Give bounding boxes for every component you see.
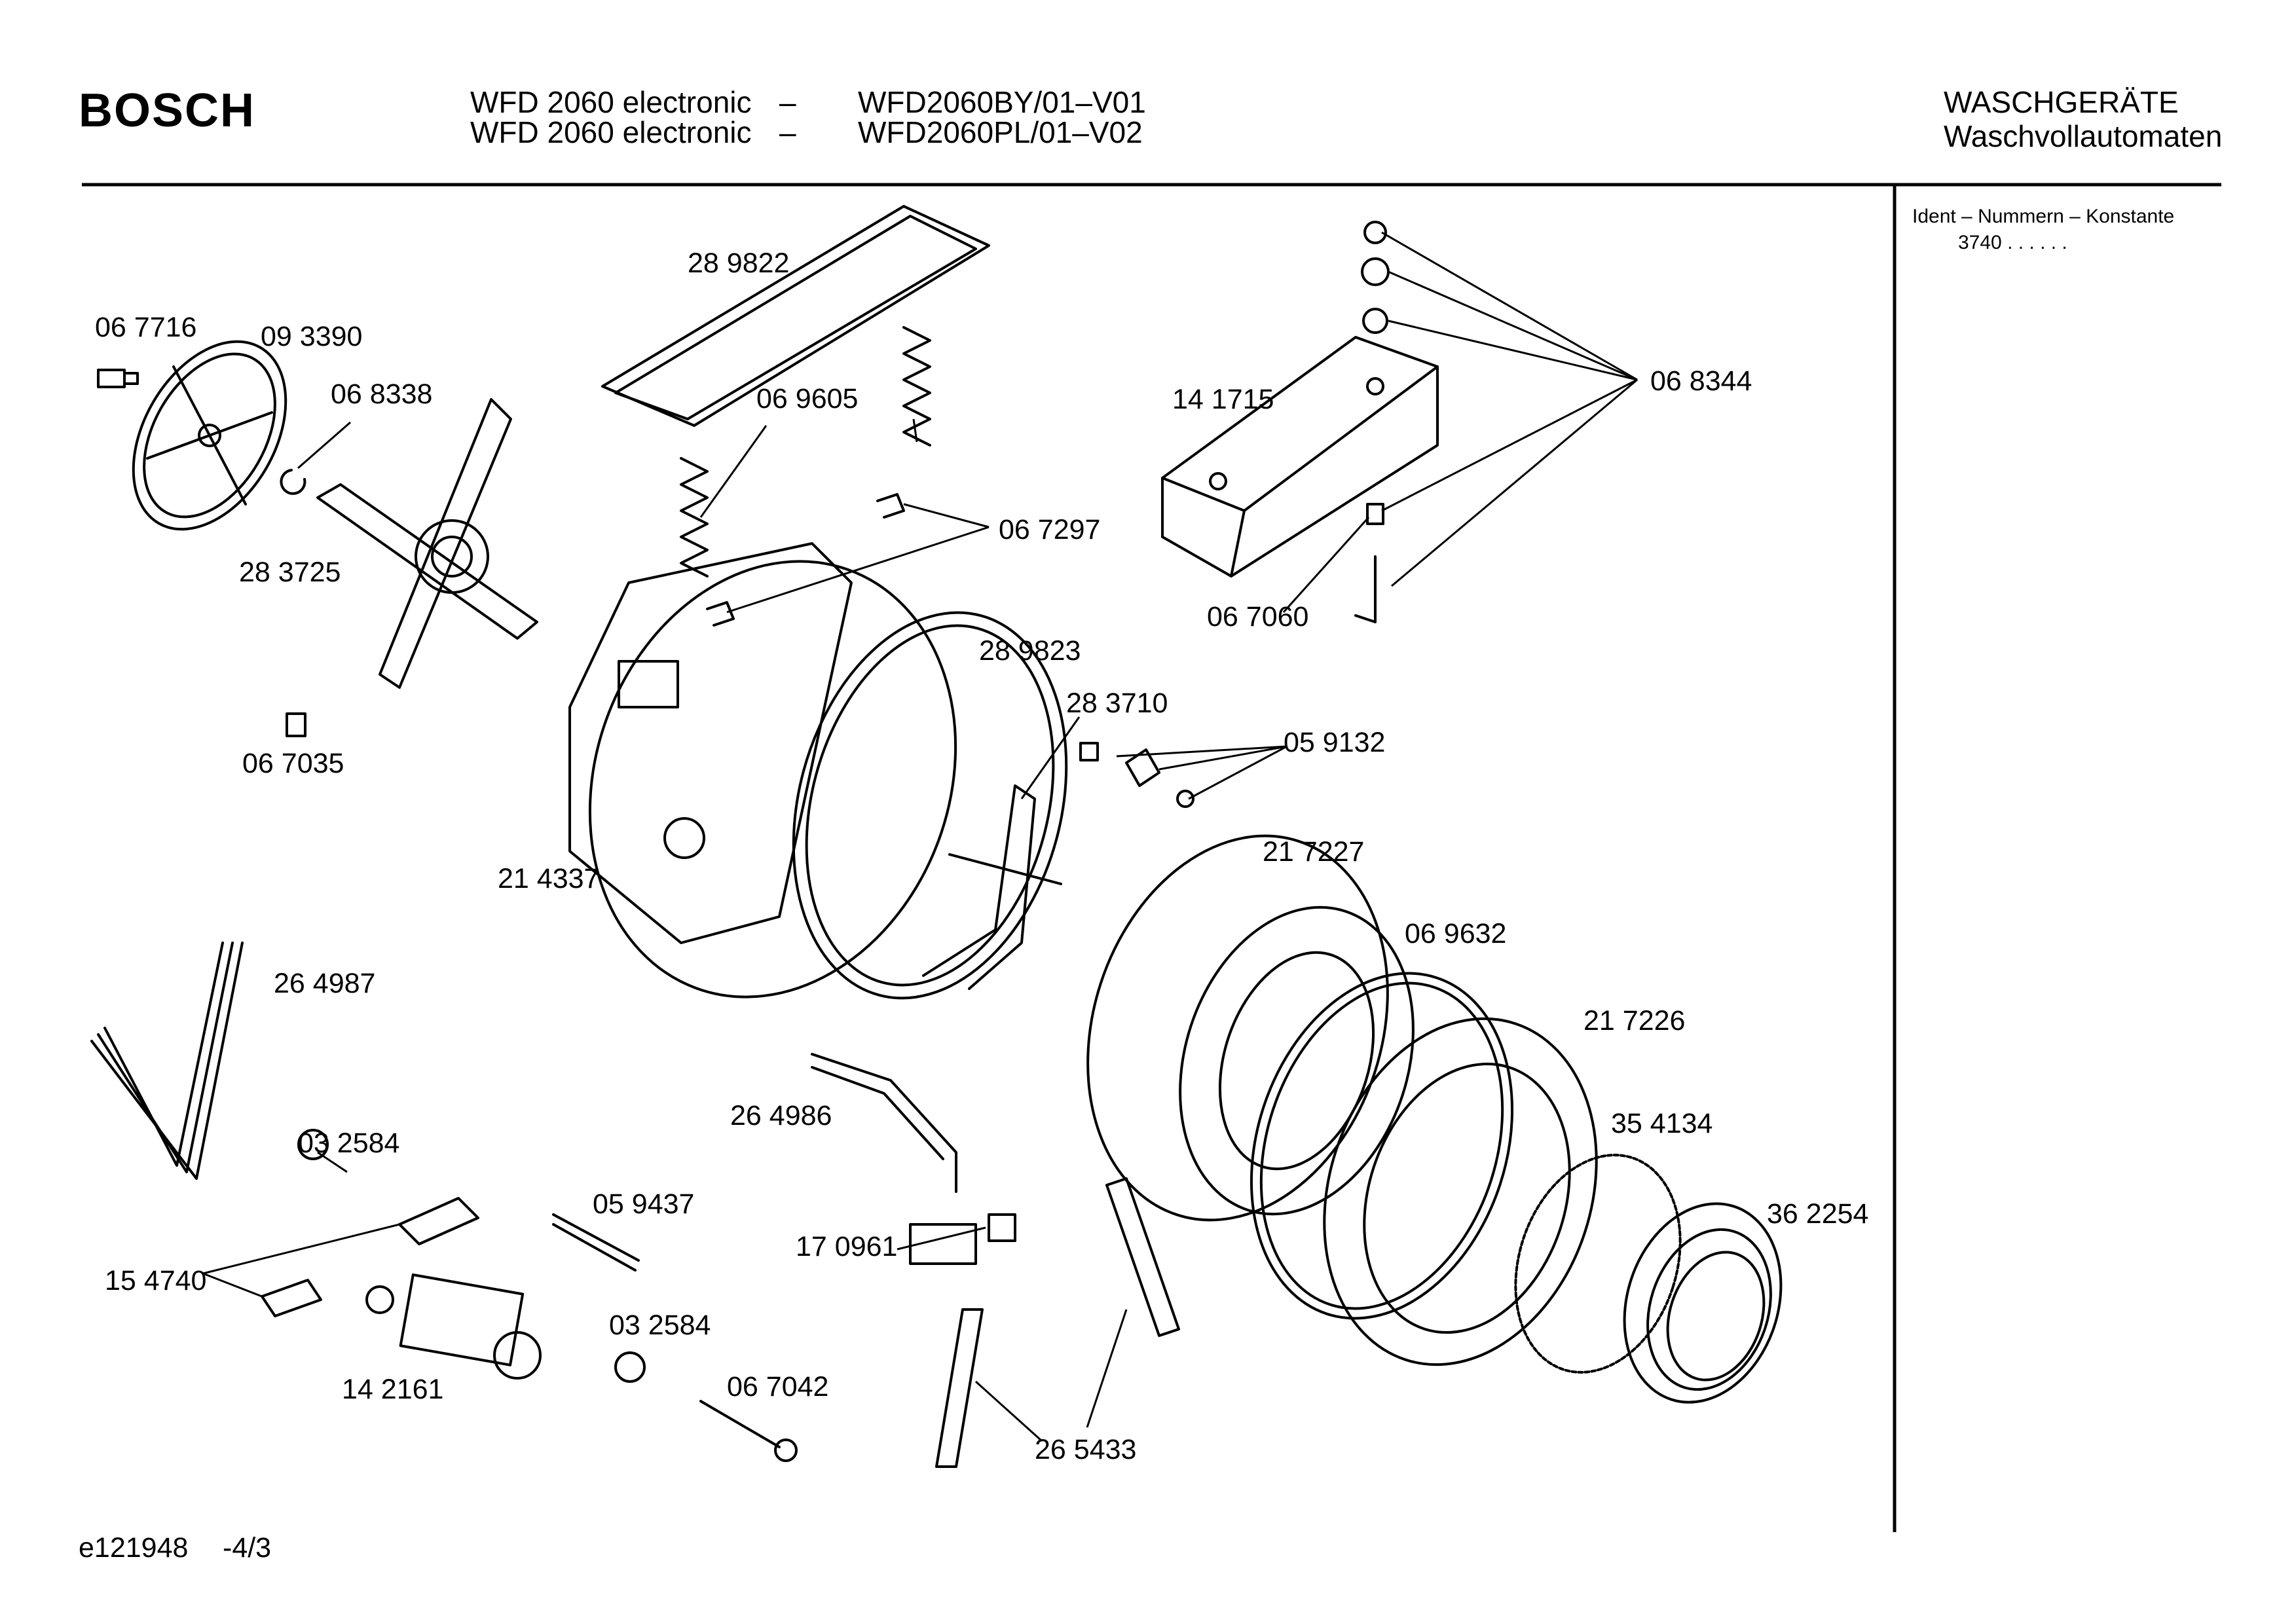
page-number: -4/3 <box>223 1532 272 1564</box>
spring-left <box>680 457 709 577</box>
clip-lower <box>261 1279 322 1317</box>
part-label-154740: 15 4740 <box>105 1265 207 1296</box>
dash-2: – <box>779 115 796 149</box>
counterweight <box>1161 336 1439 577</box>
tub-ring <box>792 611 1068 1000</box>
part-code-2: WFD2060PL/01–V02 <box>858 115 1143 149</box>
shock-absorber-left <box>935 1308 984 1468</box>
part-label-217227: 21 7227 <box>1263 836 1365 868</box>
screw-067716 <box>97 369 139 388</box>
foot-lower <box>614 1351 646 1383</box>
part-label-059132: 05 9132 <box>1284 727 1386 758</box>
doc-id: e121948 <box>79 1532 189 1564</box>
part-label-214337: 21 4337 <box>498 863 600 894</box>
part-label-059437: 05 9437 <box>593 1188 695 1220</box>
part-label-032584-lower: 03 2584 <box>609 1310 711 1341</box>
heater <box>811 1053 957 1193</box>
ident-title: Ident – Nummern – Konstante <box>1912 206 2175 227</box>
part-label-289822: 28 9822 <box>688 247 790 279</box>
circlip <box>280 469 306 495</box>
part-label-067716: 06 7716 <box>95 312 197 343</box>
brand-logo: BOSCH <box>79 84 256 137</box>
pulley-wheel <box>132 340 287 531</box>
part-label-289823: 28 9823 <box>979 635 1081 667</box>
part-label-093390: 09 3390 <box>261 321 363 352</box>
part-label-170961: 17 0961 <box>796 1231 898 1262</box>
top-bracket <box>601 205 990 427</box>
part-label-032584-upper: 03 2584 <box>298 1127 400 1159</box>
part-label-142161: 14 2161 <box>342 1374 444 1405</box>
spring-right <box>902 326 931 447</box>
ident-value: 3740 . . . . . . <box>1958 232 2067 253</box>
leader-lines <box>202 231 1638 1442</box>
model-line-2: WFD 2060 electronic <box>470 115 752 149</box>
pump-motor <box>365 1273 542 1380</box>
inner-drum <box>1086 834 1415 1222</box>
washer <box>1361 257 1390 286</box>
part-label-067035: 06 7035 <box>242 748 344 779</box>
part-label-069605: 06 9605 <box>756 383 859 414</box>
part-label-283725: 28 3725 <box>239 557 341 588</box>
drive-belt <box>90 942 244 1180</box>
clip-upper <box>398 1197 479 1245</box>
part-label-067297: 06 7297 <box>999 514 1101 545</box>
foam-strip <box>552 1213 640 1272</box>
part-label-362254: 36 2254 <box>1767 1198 1869 1230</box>
tub-gasket <box>1250 972 1514 1320</box>
tub-front <box>1323 1017 1598 1366</box>
shock-absorber-right <box>1105 1177 1180 1337</box>
screw-059132 <box>1079 742 1099 761</box>
screw-067035 <box>286 712 306 737</box>
model-line-1: WFD 2060 electronic <box>470 85 752 119</box>
outer-tub-rear <box>568 542 957 998</box>
part-label-283710: 28 3710 <box>1066 687 1168 719</box>
nut-067060 <box>1366 503 1384 525</box>
part-label-067042: 06 7042 <box>727 1371 829 1402</box>
clamp-ring <box>1514 1154 1682 1374</box>
bushing <box>1362 308 1388 334</box>
bolt-hook <box>1354 555 1377 623</box>
part-label-354134: 35 4134 <box>1611 1108 1713 1139</box>
part-code-1: WFD2060BY/01–V01 <box>858 85 1146 119</box>
hook-lower <box>706 601 735 627</box>
dash-1: – <box>779 85 796 119</box>
part-label-069632: 06 9632 <box>1405 918 1507 949</box>
foot-upper <box>297 1129 329 1160</box>
part-label-217226: 21 7226 <box>1583 1005 1686 1036</box>
part-label-265433: 26 5433 <box>1035 1434 1137 1465</box>
part-label-068344: 06 8344 <box>1650 365 1752 397</box>
subcategory-title: Waschvollautomaten <box>1944 119 2223 153</box>
nut-top <box>1363 221 1387 244</box>
hook-upper <box>876 493 905 519</box>
part-label-264986: 26 4986 <box>730 1100 832 1131</box>
door-seal <box>1623 1202 1783 1404</box>
long-bolt <box>699 1400 781 1448</box>
part-label-141715: 14 1715 <box>1172 384 1274 415</box>
part-label-264987: 26 4987 <box>274 968 376 999</box>
bearing-bracket <box>922 784 1036 990</box>
part-label-068338: 06 8338 <box>331 378 433 410</box>
category-title: WASCHGERÄTE <box>1944 85 2179 119</box>
ntc-sensor <box>988 1213 1016 1242</box>
part-label-067060: 06 7060 <box>1207 601 1309 632</box>
drum-spider <box>316 398 538 689</box>
